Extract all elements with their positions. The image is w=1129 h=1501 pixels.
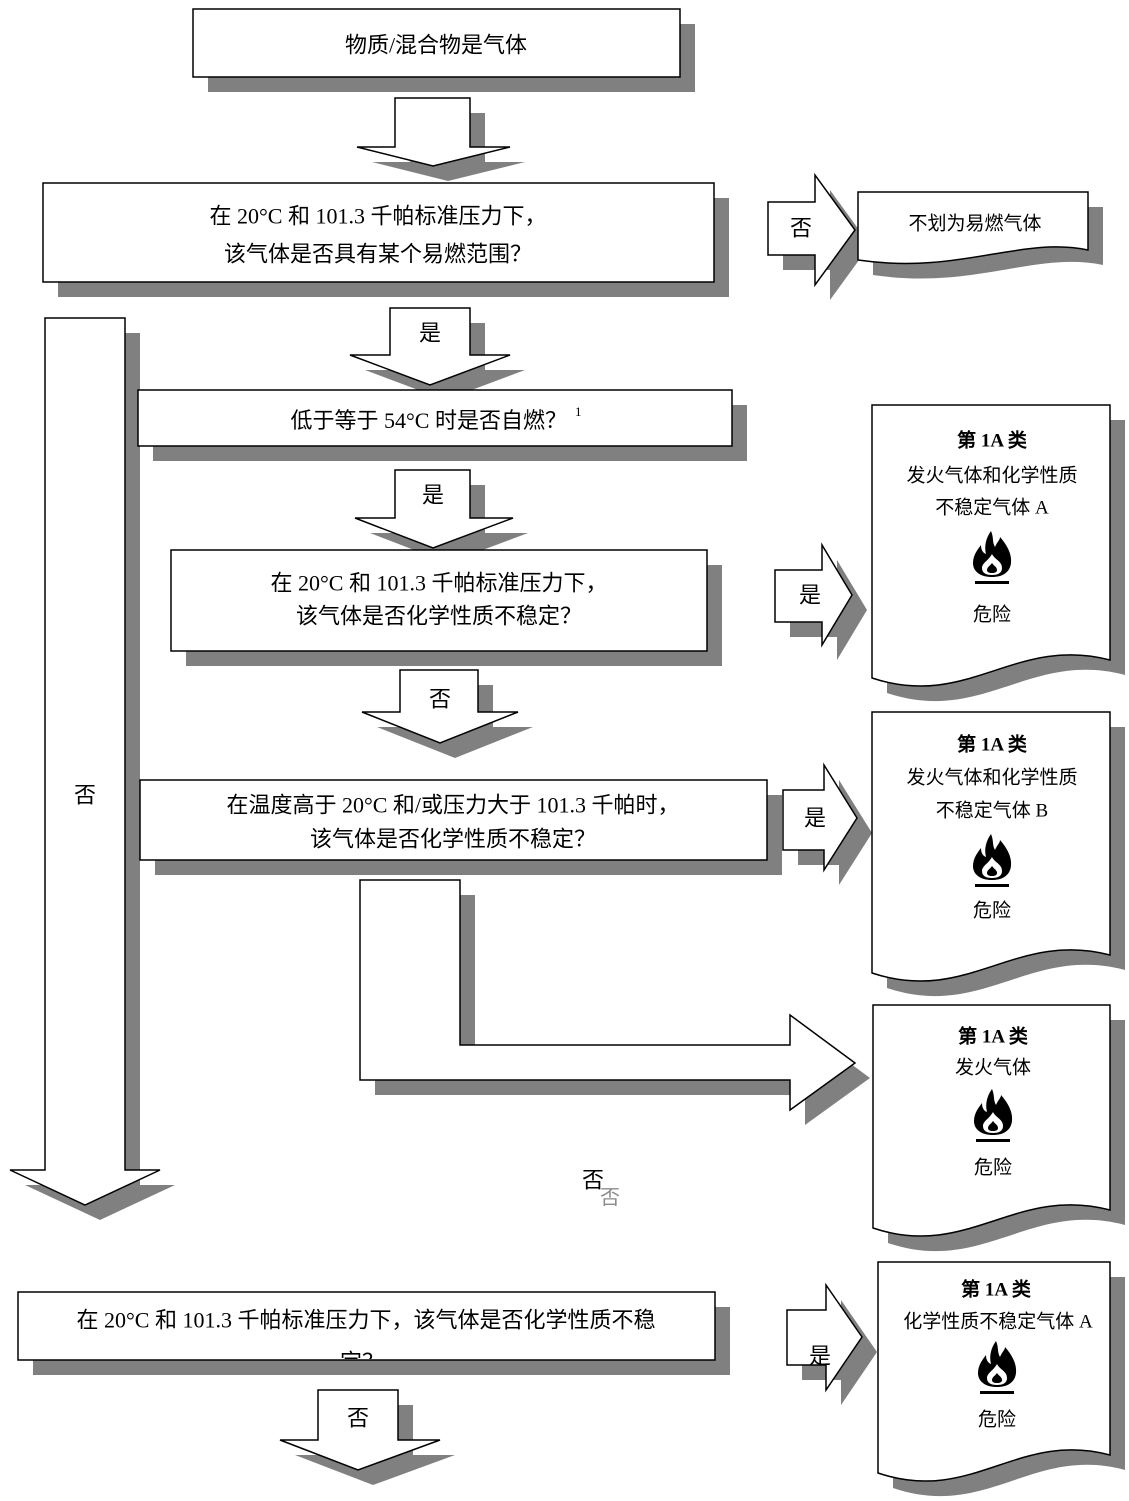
arrow-q1-yes: 是 (349, 307, 525, 400)
q3-line-2: 该气体是否化学性质不稳定？ (296, 604, 582, 629)
category-label: 第 1A 类 (957, 733, 1027, 756)
arrow-start-to-q1 (356, 97, 525, 181)
arrow-q3-no: 否 (361, 669, 533, 758)
arrow-label-yes: 是 (422, 483, 444, 508)
outcome-line-1: 发火气体和化学性质 (906, 767, 1077, 789)
q5-clipped-area: 定？ (340, 1350, 384, 1375)
arrow-label-no: 否 (74, 783, 96, 808)
start-text: 物质/混合物是气体 (345, 33, 527, 58)
q2-node: 低于等于 54°C 时是否自燃？ 1 (137, 389, 747, 461)
down-arrow (356, 97, 511, 167)
outcome-not-classified: 不划为易燃气体 (857, 191, 1103, 279)
q2-text: 低于等于 54°C 时是否自燃？ 1 (291, 404, 582, 433)
down-arrow (361, 669, 519, 744)
outcome-pyrophoric-unstable-b: 第 1A 类 发火气体和化学性质 不稳定气体 B 危险 (871, 711, 1125, 997)
right-arrow (774, 542, 853, 648)
outcome-pyrophoric-unstable-a: 第 1A 类 发火气体和化学性质 不稳定气体 A 危险 (871, 404, 1125, 702)
category-label: 第 1A 类 (957, 429, 1027, 452)
arrow-q5-yes: 是 (786, 1282, 877, 1405)
signal-word: 危险 (974, 1157, 1012, 1179)
outcome-line-1: 发火气体 (955, 1057, 1031, 1079)
arrow-label-no: 否 (790, 216, 812, 241)
footnote-marker: 1 (575, 404, 582, 419)
arrow-q4-no (359, 879, 870, 1125)
q3-line-1: 在 20°C 和 101.3 千帕标准压力下， (271, 571, 608, 596)
q3-node: 在 20°C 和 101.3 千帕标准压力下， 该气体是否化学性质不稳定？ (170, 549, 722, 666)
category-label: 第 1A 类 (961, 1278, 1031, 1301)
q4-line-1: 在温度高于 20°C 和/或压力大于 101.3 千帕时， (226, 793, 679, 818)
q1-line-1: 在 20°C 和 101.3 千帕标准压力下， (210, 204, 547, 229)
arrow-label-yes: 是 (809, 1344, 831, 1369)
arrow-q3-yes: 是 (774, 542, 867, 660)
arrow-label-yes: 是 (419, 321, 441, 346)
signal-word: 危险 (973, 900, 1011, 922)
right-arrow (786, 1282, 863, 1393)
process-box (192, 8, 681, 78)
q4-line-2: 该气体是否化学性质不稳定？ (310, 827, 596, 852)
right-arrow (782, 762, 858, 873)
decision-box (17, 1291, 716, 1361)
outcome-line-1: 化学性质不稳定气体 A (903, 1311, 1093, 1333)
document-shape (857, 191, 1089, 265)
signal-word: 危险 (973, 604, 1011, 626)
decision-box (170, 549, 708, 652)
right-arrow (767, 172, 856, 288)
signal-word: 危险 (978, 1409, 1016, 1431)
q1-line-2: 该气体是否具有某个易燃范围？ (224, 242, 532, 267)
decision-box (139, 779, 768, 861)
category-label: 第 1A 类 (958, 1025, 1028, 1048)
decision-box (137, 389, 733, 447)
arrow-label-yes: 是 (799, 583, 821, 608)
outcome-unstable-a: 第 1A 类 化学性质不稳定气体 A 危险 (877, 1261, 1125, 1497)
elbow-arrow (359, 879, 857, 1112)
down-arrow (354, 469, 514, 549)
q4-node: 在温度高于 20°C 和/或压力大于 101.3 千帕时， 该气体是否化学性质不… (139, 779, 782, 875)
outcome-line-2: 不稳定气体 B (936, 800, 1048, 822)
arrow-q2-no: 否 (9, 317, 175, 1220)
q5-node: 在 20°C 和 101.3 千帕标准压力下，该气体是否化学性质不稳 定？ (17, 1291, 730, 1375)
outcome-line-1: 发火气体和化学性质 (906, 465, 1077, 487)
outcome-line-2: 不稳定气体 A (935, 497, 1049, 519)
arrow-label-no-overlap: 否 (600, 1187, 620, 1209)
arrow-q1-no: 否 (767, 172, 870, 300)
down-arrow (9, 317, 161, 1206)
start-node: 物质/混合物是气体 (192, 8, 695, 92)
down-arrow (279, 1389, 441, 1471)
q5-line-2: 定？ (340, 1350, 384, 1375)
down-arrow (349, 307, 511, 386)
outcome-pyrophoric: 第 1A 类 发火气体 危险 (872, 1004, 1125, 1252)
arrow-label-no: 否 (347, 1406, 369, 1431)
arrow-q2-yes: 是 (354, 469, 528, 563)
q2-question: 低于等于 54°C 时是否自燃？ (291, 408, 567, 433)
q1-node: 在 20°C 和 101.3 千帕标准压力下， 该气体是否具有某个易燃范围？ (42, 182, 729, 297)
arrow-label-yes: 是 (804, 806, 826, 831)
arrow-label-no: 否 (429, 687, 451, 712)
decision-box (42, 182, 715, 283)
arrow-q4-yes: 是 (782, 762, 872, 885)
outcome-text: 不划为易燃气体 (908, 213, 1041, 235)
arrow-q5-no: 否 (279, 1389, 455, 1485)
arrow-label-no: 否 (582, 1168, 604, 1193)
q5-line-1: 在 20°C 和 101.3 千帕标准压力下，该气体是否化学性质不稳 (77, 1308, 656, 1333)
